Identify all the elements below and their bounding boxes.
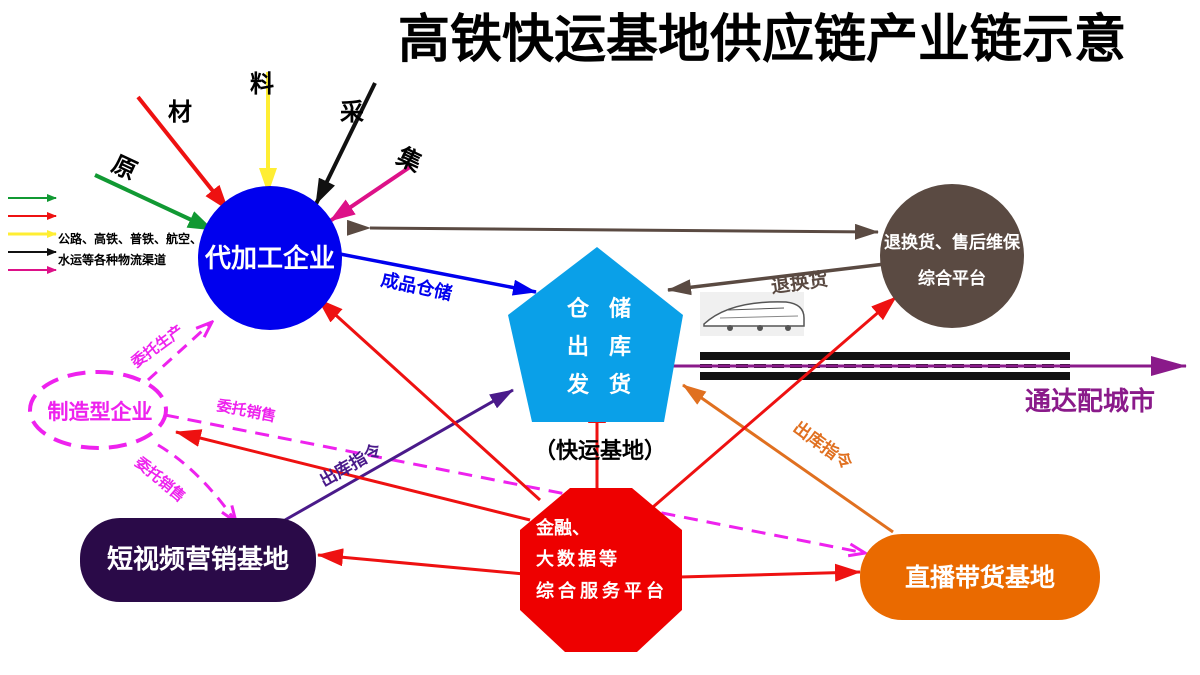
processing-returns-arrow xyxy=(346,219,879,240)
returns-label-1: 退换货、售后维保 xyxy=(884,232,1021,253)
legend-caption-1: 公路、高铁、普铁、航空、 xyxy=(58,231,202,246)
warehouse-char-5: 发 xyxy=(566,372,590,398)
entrust-sales-down-line xyxy=(157,443,236,522)
warehouse-caption: （快运基地） xyxy=(534,438,666,464)
entrust-production-line xyxy=(146,322,212,382)
raw-arrow-green xyxy=(94,173,214,232)
warehouse-char-2: 储 xyxy=(609,296,631,322)
returns-arrow xyxy=(667,262,886,296)
warehouse-char-6: 货 xyxy=(609,372,631,398)
finance-to-manufacturer-arrow xyxy=(175,429,531,522)
raw-char-5: 集 xyxy=(392,141,428,178)
finance-label-3: 综合服务平台 xyxy=(536,580,668,602)
raw-char-1: 原 xyxy=(107,149,141,185)
outbound-right-arrow xyxy=(682,383,894,534)
finance-to-returns-arrow xyxy=(652,295,897,509)
legend-caption-2: 水运等各种物流渠道 xyxy=(58,252,166,267)
raw-char-2: 材 xyxy=(168,97,192,126)
outbound-left-arrow xyxy=(284,388,514,522)
returns-label-2: 综合平台 xyxy=(918,268,986,289)
label-entrust-sales-right: 委托销售 xyxy=(215,396,277,425)
processing-node xyxy=(198,186,342,330)
storage-arrow xyxy=(339,252,537,296)
warehouse-char-4: 库 xyxy=(609,334,631,360)
livestream-node xyxy=(860,534,1100,620)
manufacturer-label: 制造型企业 xyxy=(48,399,153,424)
finance-node xyxy=(520,488,682,652)
finance-to-processing-arrow xyxy=(316,297,542,502)
returns-node xyxy=(880,184,1024,328)
livestream-label: 直播带货基地 xyxy=(905,563,1055,592)
warehouse-node xyxy=(508,247,683,422)
warehouse-char-1: 仓 xyxy=(566,296,590,322)
short-video-node xyxy=(80,518,316,602)
legend: 公路、高铁、普铁、航空、 水运等各种物流渠道 xyxy=(8,194,202,274)
label-entrust-production: 委托生产 xyxy=(128,321,187,371)
raw-arrow-red xyxy=(136,95,230,212)
label-returns: 退换货 xyxy=(769,267,829,298)
manufacturer-node xyxy=(28,370,168,450)
city-label: 通达配城市 xyxy=(1025,386,1155,417)
short-video-label: 短视频营销基地 xyxy=(107,545,289,575)
finance-label-1: 金融、 xyxy=(535,517,590,539)
processing-label: 代加工企业 xyxy=(204,243,335,274)
finance-to-shortvideo-arrow xyxy=(317,548,525,576)
raw-arrow-magenta xyxy=(328,165,412,223)
entrust-sales-right-line xyxy=(164,413,865,553)
train-icon xyxy=(700,292,805,336)
page-title: 高铁快运基地供应链产业链示意 xyxy=(398,9,1126,70)
raw-arrow-black xyxy=(314,82,377,205)
warehouse-char-3: 出 xyxy=(567,334,589,360)
raw-char-3: 料 xyxy=(250,69,274,98)
finance-to-livestream-arrow xyxy=(679,563,861,582)
finance-label-2: 大数据等 xyxy=(536,548,620,570)
raw-char-4: 采 xyxy=(340,97,364,126)
